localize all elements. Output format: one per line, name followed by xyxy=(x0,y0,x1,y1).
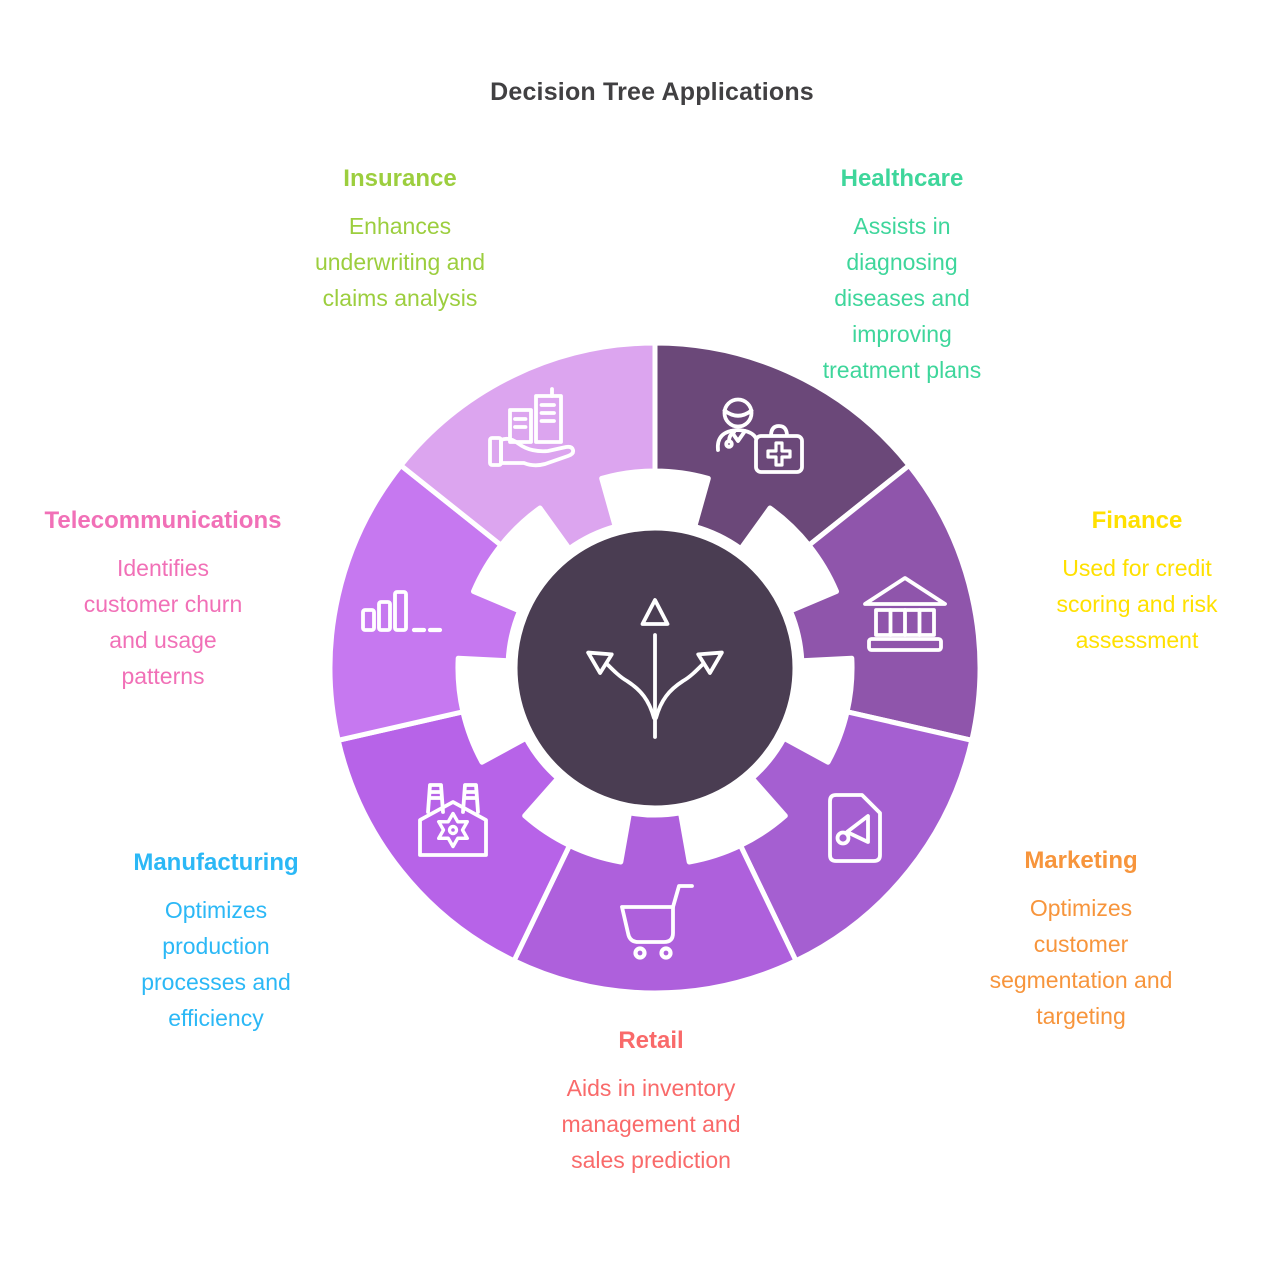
label-manufacturing: Manufacturing Optimizes production proce… xyxy=(86,849,346,1037)
hand-holding-buildings-icon xyxy=(488,387,576,468)
telecommunications-title: Telecommunications xyxy=(44,507,282,534)
telecommunications-description: Identifies customer churn and usage patt… xyxy=(83,555,243,689)
retail-description: Aids in inventory management and sales p… xyxy=(561,1075,741,1173)
manufacturing-description: Optimizes production processes and effic… xyxy=(141,897,291,1031)
label-finance: Finance Used for credit scoring and risk… xyxy=(1002,507,1272,659)
finance-description: Used for credit scoring and risk assessm… xyxy=(1056,555,1218,653)
label-insurance: Insurance Enhances underwriting and clai… xyxy=(270,165,530,317)
factory-gear-icon xyxy=(418,783,488,857)
page-title: Decision Tree Applications xyxy=(490,78,814,106)
branching-arrows-icon xyxy=(586,598,724,739)
label-healthcare: Healthcare Assists in diagnosing disease… xyxy=(782,165,1022,388)
insurance-title: Insurance xyxy=(343,165,457,192)
marketing-title: Marketing xyxy=(1024,847,1138,874)
manufacturing-title: Manufacturing xyxy=(133,849,299,876)
bank-icon xyxy=(863,576,947,652)
shopping-cart-icon xyxy=(620,884,694,960)
doctor-medical-bag-icon xyxy=(715,397,804,474)
finance-title: Finance xyxy=(1091,507,1183,534)
healthcare-description: Assists in diagnosing diseases and impro… xyxy=(822,213,982,383)
signal-bars-icon xyxy=(361,590,443,633)
megaphone-document-icon xyxy=(828,793,882,863)
healthcare-title: Healthcare xyxy=(840,165,964,192)
retail-title: Retail xyxy=(618,1027,684,1054)
marketing-description: Optimizes customer segmentation and targ… xyxy=(989,895,1173,1029)
label-marketing: Marketing Optimizes customer segmentatio… xyxy=(951,847,1211,1035)
label-telecommunications: Telecommunications Identifies customer c… xyxy=(13,507,313,695)
insurance-description: Enhances underwriting and claims analysi… xyxy=(314,213,486,311)
label-retail: Retail Aids in inventory management and … xyxy=(501,1027,801,1179)
wedge-insurance xyxy=(398,340,658,552)
